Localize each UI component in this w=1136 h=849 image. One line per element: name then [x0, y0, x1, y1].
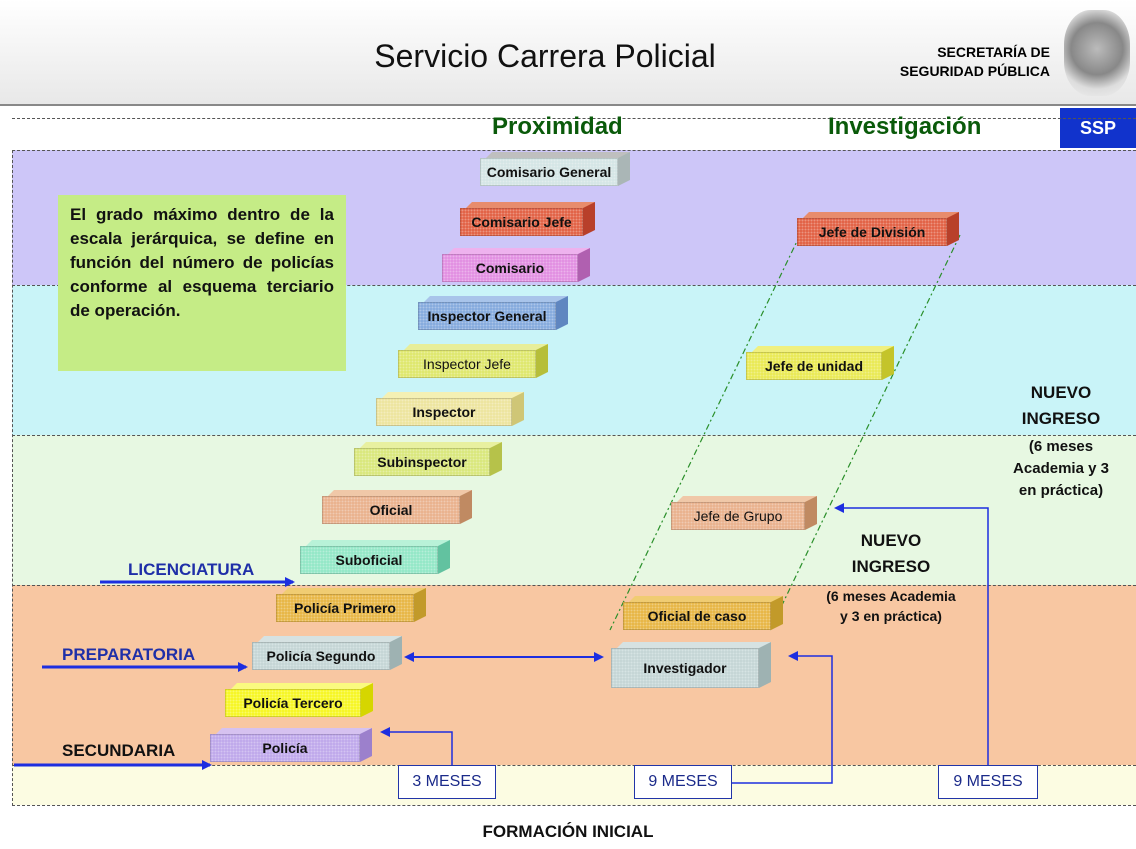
- ssp-badge: SSP: [1060, 108, 1136, 148]
- rank-policia-segundo: Policía Segundo: [252, 630, 402, 670]
- divider: [12, 805, 1136, 806]
- rank-comisario: Comisario: [442, 242, 590, 282]
- rank-policia-primero: Policía Primero: [276, 582, 426, 622]
- rank-oficial-caso: Oficial de caso: [623, 590, 783, 630]
- divider: [12, 118, 1136, 119]
- rank-subinspector: Subinspector: [354, 436, 502, 476]
- left-border: [12, 150, 13, 806]
- nuevo-ingreso-right: NUEVO INGRESO (6 meses Academia y 3 en p…: [1013, 383, 1109, 499]
- rank-inspector-jefe: Inspector Jefe: [398, 338, 548, 378]
- footer-label: FORMACIÓN INICIAL: [482, 822, 654, 841]
- column-investigacion: Investigación: [828, 113, 982, 140]
- arrow-9-meses-1: [732, 651, 833, 784]
- rank-comisario-general: Comisario General: [480, 146, 630, 186]
- training-3-meses: 3 MESES: [398, 765, 496, 799]
- label-licenciatura: LICENCIATURA: [128, 560, 255, 579]
- divider: [12, 435, 1136, 436]
- rank-policia: Policía: [210, 722, 372, 762]
- rank-comisario-jefe: Comisario Jefe: [460, 196, 595, 236]
- header-bar: [0, 0, 1136, 104]
- training-9-meses-2: 9 MESES: [938, 765, 1038, 799]
- arrow-9-meses-2: [834, 503, 989, 765]
- nuevo-ingreso-middle: NUEVO INGRESO (6 meses Academia y 3 en p…: [826, 531, 956, 624]
- page-title: Servicio Carrera Policial: [374, 38, 716, 74]
- seal-logo-icon: [1064, 10, 1130, 96]
- divider: [12, 285, 1136, 286]
- divider: [12, 765, 1136, 766]
- rank-jefe-grupo: Jefe de Grupo: [671, 490, 817, 530]
- rank-investigador: Investigador: [611, 636, 771, 688]
- rank-inspector-general: Inspector General: [418, 290, 568, 330]
- arrow-3-meses: [380, 727, 453, 765]
- column-proximidad: Proximidad: [492, 113, 623, 140]
- rank-oficial: Oficial: [322, 484, 472, 524]
- rank-jefe-unidad: Jefe de unidad: [746, 340, 894, 380]
- divider: [12, 585, 1136, 586]
- band-orange: [12, 585, 1136, 765]
- rank-jefe-division: Jefe de División: [797, 206, 959, 246]
- divider: [12, 150, 1136, 151]
- rank-inspector: Inspector: [376, 386, 524, 426]
- label-preparatoria: PREPARATORIA: [62, 645, 196, 664]
- header-line: [0, 104, 1136, 106]
- band-green: [12, 435, 1136, 585]
- label-secundaria: SECUNDARIA: [62, 741, 176, 760]
- info-note: El grado máximo dentro de la escala jerá…: [58, 195, 346, 371]
- rank-suboficial: Suboficial: [300, 534, 450, 574]
- secretaria-label: SECRETARÍA DE SEGURIDAD PÚBLICA: [899, 44, 1050, 79]
- training-9-meses-1: 9 MESES: [634, 765, 732, 799]
- rank-policia-tercero: Policía Tercero: [225, 677, 373, 717]
